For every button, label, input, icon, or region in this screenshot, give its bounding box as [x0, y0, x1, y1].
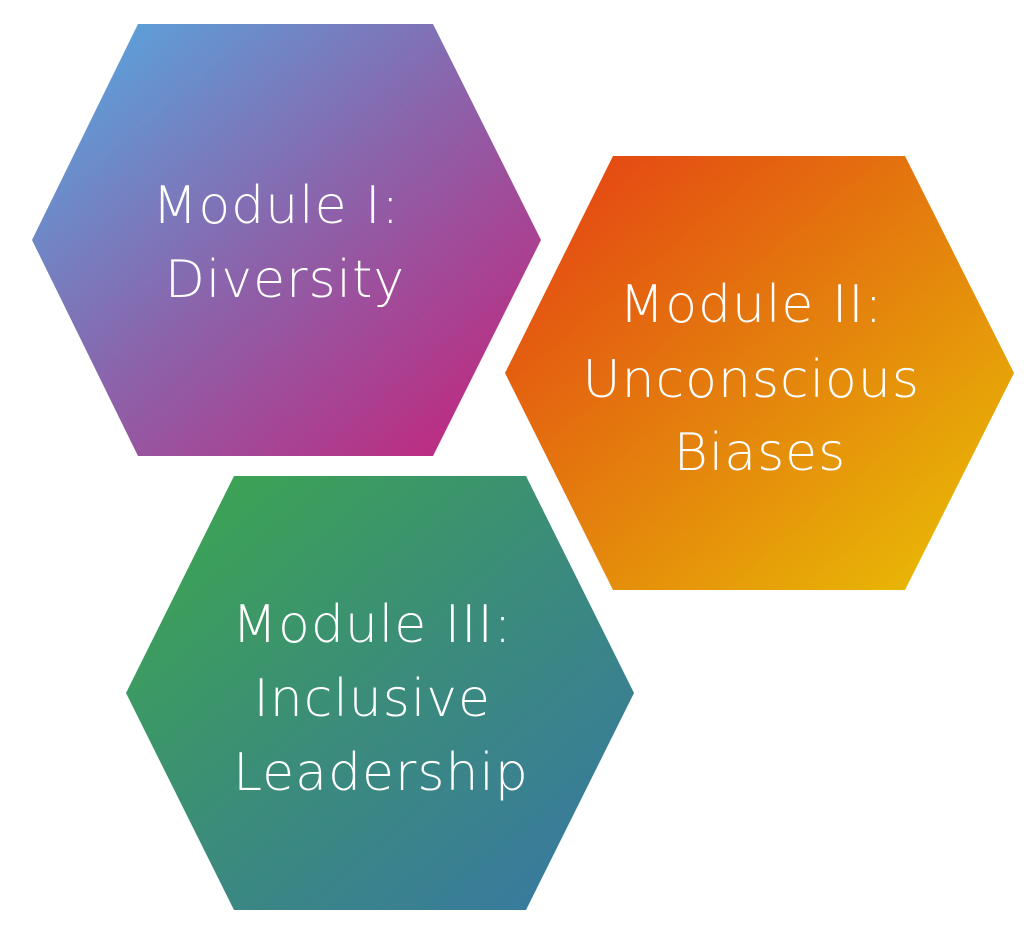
module-2-line-1: Module II: — [619, 275, 883, 335]
module-3-line-1: Module III: — [232, 595, 512, 655]
hexagon-module-2-label: Module II: Unconscious Biases — [583, 275, 938, 483]
hexagon-module-3: Module III: Inclusive Leadership — [126, 476, 634, 910]
module-1-line-1: Module I: — [153, 176, 400, 236]
module-2-line-3: Biases — [674, 423, 847, 483]
hexagon-module-3-shape — [126, 476, 634, 910]
module-3-line-2: Inclusive — [253, 669, 491, 729]
hexagon-module-2: Module II: Unconscious Biases — [505, 156, 1014, 590]
module-1-line-2: Diversity — [165, 250, 405, 310]
hexagon-module-1-shape — [32, 24, 541, 456]
hexagon-module-2-shape — [505, 156, 1014, 590]
hexagon-module-3-label: Module III: Inclusive Leadership — [232, 595, 530, 803]
module-2-line-2: Unconscious — [583, 350, 920, 410]
module-3-line-3: Leadership — [233, 743, 529, 803]
hexagon-module-1: Module I: Diversity — [32, 24, 541, 456]
hexagon-module-1-label: Module I: Diversity — [153, 176, 418, 310]
